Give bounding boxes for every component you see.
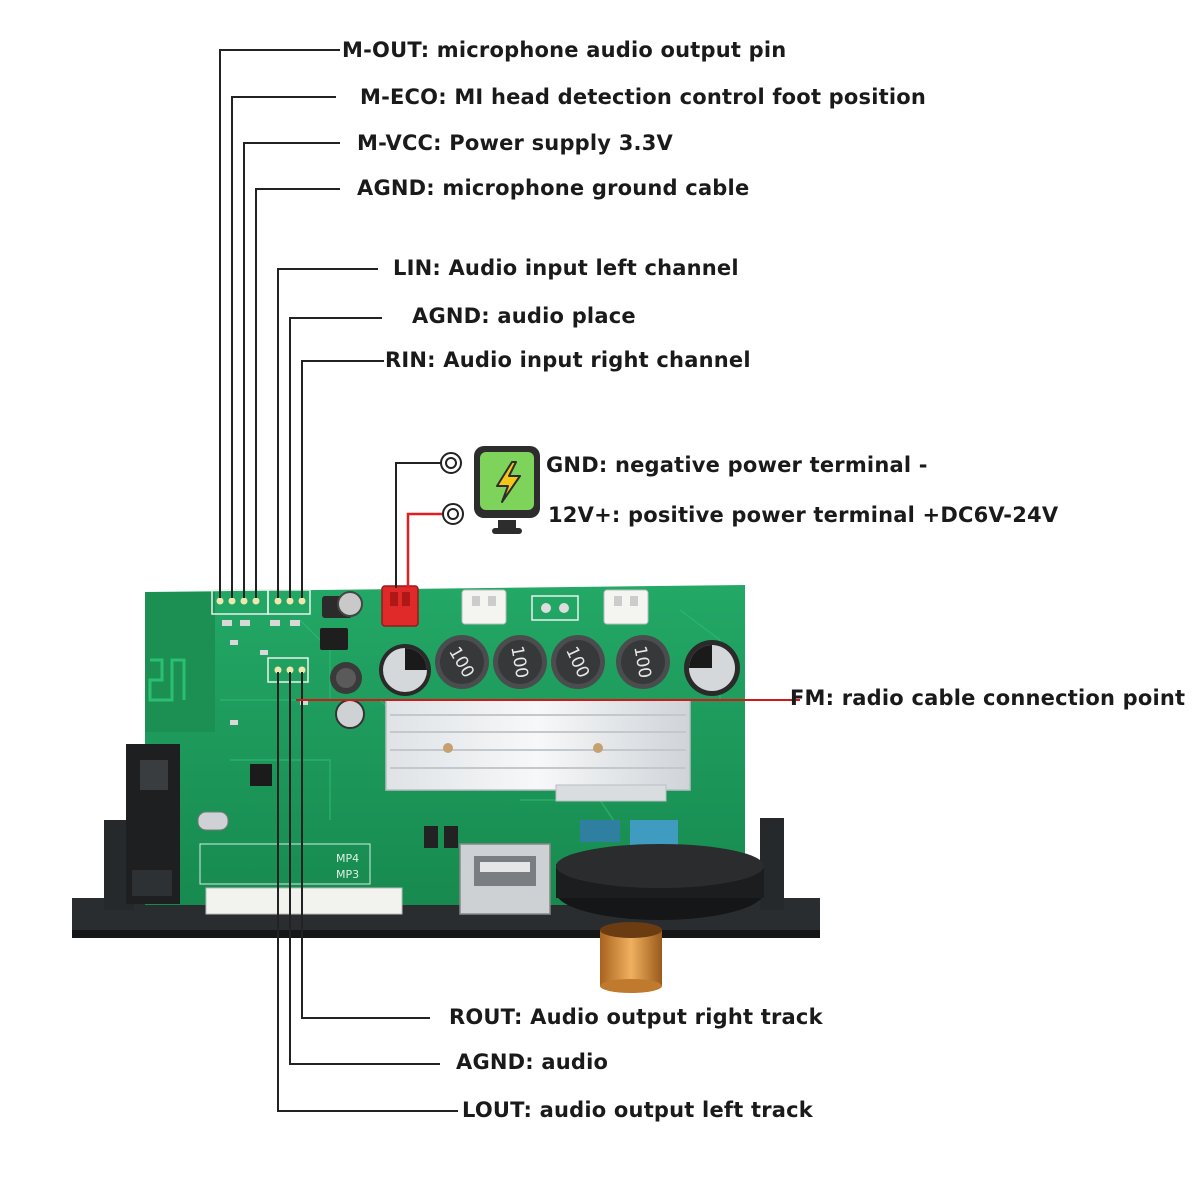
leader-rout	[301, 672, 430, 1019]
label-lin: LIN: Audio input left channel	[393, 256, 739, 280]
label-fm: FM: radio cable connection point	[790, 686, 1186, 710]
small-capacitor	[337, 591, 363, 617]
label-gnd: GND: negative power terminal -	[546, 453, 928, 477]
output-header	[267, 657, 309, 683]
label-m-eco: M-ECO: MI head detection control foot po…	[360, 85, 927, 109]
leader-12v	[406, 512, 442, 588]
label-12v: 12V+: positive power terminal +DC6V-24V	[548, 503, 1059, 527]
blue-component	[580, 820, 620, 842]
bluetooth-antenna	[145, 592, 215, 732]
leader-agnd-audio	[289, 672, 440, 1065]
leader-lines	[219, 49, 458, 1112]
lightning-bolt-icon	[474, 446, 540, 534]
label-m-out: M-OUT: microphone audio output pin	[342, 38, 787, 62]
inductor-4: 100	[616, 635, 670, 689]
leader-lout	[277, 672, 458, 1112]
inductor-1: 100	[435, 635, 489, 689]
heatsink	[385, 699, 691, 802]
label-agnd-mic: AGND: microphone ground cable	[357, 176, 750, 200]
leader-m-vcc	[243, 142, 340, 598]
leader-m-out	[219, 49, 340, 598]
capacitor-right	[684, 640, 740, 696]
v12-terminal-icon	[442, 503, 464, 525]
label-rin: RIN: Audio input right channel	[385, 348, 751, 372]
gnd-terminal-icon	[440, 452, 462, 474]
audio-jack	[126, 744, 180, 904]
main-ic	[250, 764, 272, 786]
label-agnd-place: AGND: audio place	[412, 304, 636, 328]
mode-mp4-label: MP4	[336, 852, 359, 865]
volume-knob	[556, 844, 764, 993]
crystal-oscillator	[197, 811, 229, 831]
leader-rin	[301, 360, 384, 598]
leader-m-eco	[231, 96, 336, 598]
ic-chip	[320, 628, 348, 650]
mode-mp3-label: MP3	[336, 868, 359, 881]
speaker-connector-right	[603, 589, 649, 625]
label-rout: ROUT: Audio output right track	[449, 1005, 823, 1029]
label-agnd-audio: AGND: audio	[456, 1050, 609, 1074]
speaker-connector-left	[461, 589, 507, 625]
leader-gnd	[395, 462, 442, 588]
inductor-2: 100	[493, 635, 547, 689]
leader-agnd-place	[289, 317, 382, 598]
power-connector	[381, 585, 419, 627]
usb-port	[459, 843, 551, 915]
leader-lin	[277, 268, 378, 598]
electrolytic-capacitor-small	[335, 699, 365, 729]
capacitor-left	[379, 644, 431, 696]
leader-agnd-mic	[255, 188, 340, 598]
label-lout: LOUT: audio output left track	[462, 1098, 813, 1122]
inductor-3: 100	[551, 635, 605, 689]
label-m-vcc: M-VCC: Power supply 3.3V	[357, 131, 673, 155]
pcb-board: 100 100 100 100	[72, 585, 820, 993]
display-connector	[205, 887, 403, 915]
